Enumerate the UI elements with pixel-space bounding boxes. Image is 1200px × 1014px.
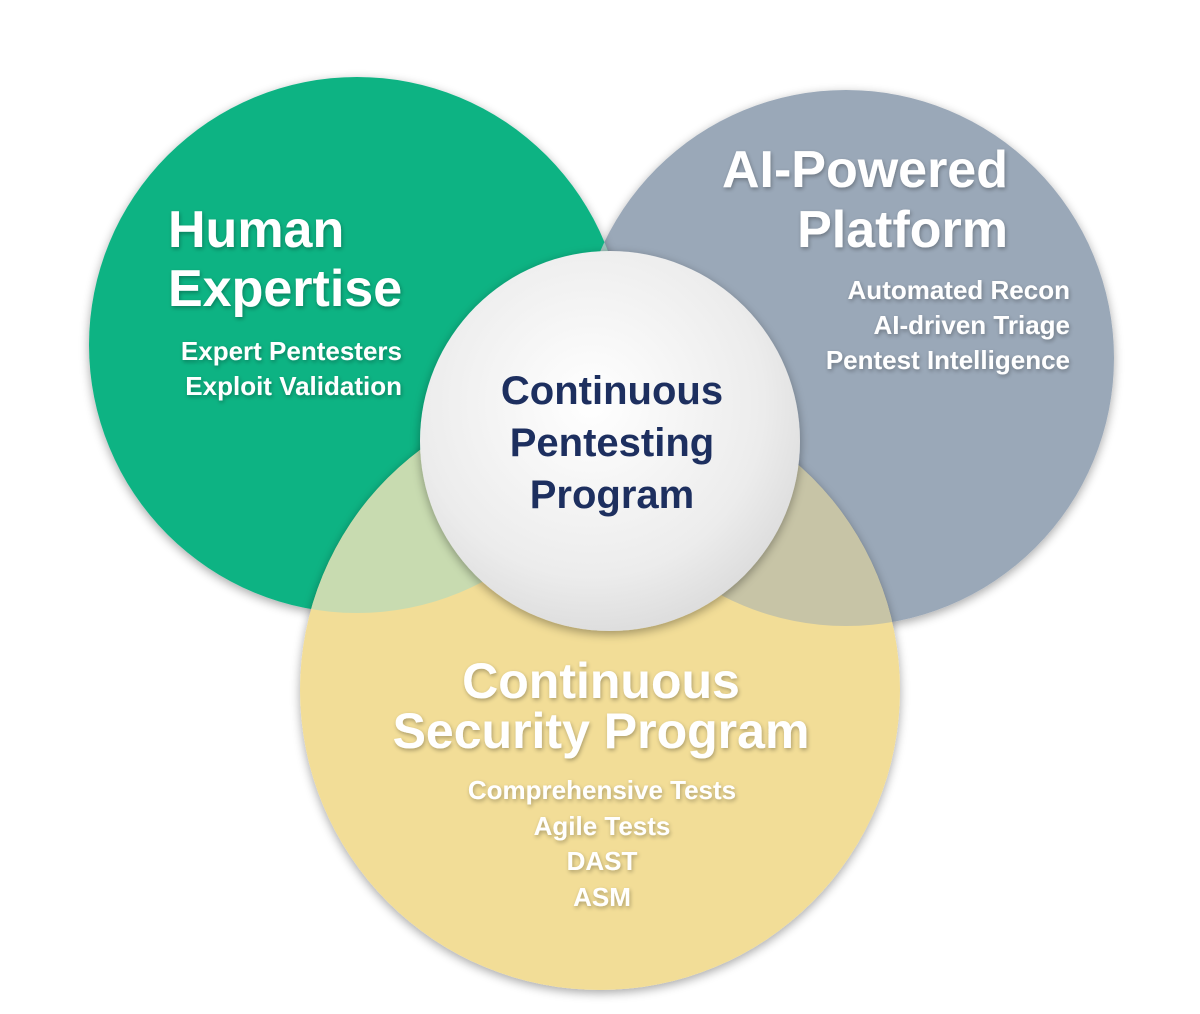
center-label: Continuous Pentesting Program — [501, 369, 723, 517]
ai-item: AI-driven Triage — [874, 310, 1071, 340]
security-title-line-2: Security Program — [393, 703, 810, 759]
ai-title-line-1: AI-Powered — [722, 141, 1008, 199]
human-title-line-1: Human — [168, 201, 344, 259]
ai-item: Automated Recon — [848, 275, 1070, 305]
security-item: Comprehensive Tests — [468, 775, 736, 805]
security-program-label: Continuous Security Program Comprehensiv… — [393, 653, 810, 912]
human-item: Exploit Validation — [185, 371, 402, 401]
security-title-line-1: Continuous — [462, 653, 740, 709]
center-title-line-2: Pentesting — [510, 421, 714, 465]
ai-item: Pentest Intelligence — [826, 345, 1070, 375]
security-item: Agile Tests — [534, 811, 671, 841]
security-item: ASM — [573, 882, 631, 912]
center-circle — [420, 251, 800, 631]
human-title-line-2: Expertise — [168, 260, 402, 318]
ai-platform-label: AI-Powered Platform Automated Recon AI-d… — [722, 141, 1070, 375]
center-title-line-1: Continuous — [501, 369, 723, 413]
human-expertise-label: Human Expertise Expert Pentesters Exploi… — [168, 201, 402, 401]
ai-title-line-2: Platform — [797, 201, 1008, 259]
center-title-line-3: Program — [530, 473, 695, 517]
human-item: Expert Pentesters — [181, 336, 402, 366]
security-item: DAST — [567, 846, 638, 876]
